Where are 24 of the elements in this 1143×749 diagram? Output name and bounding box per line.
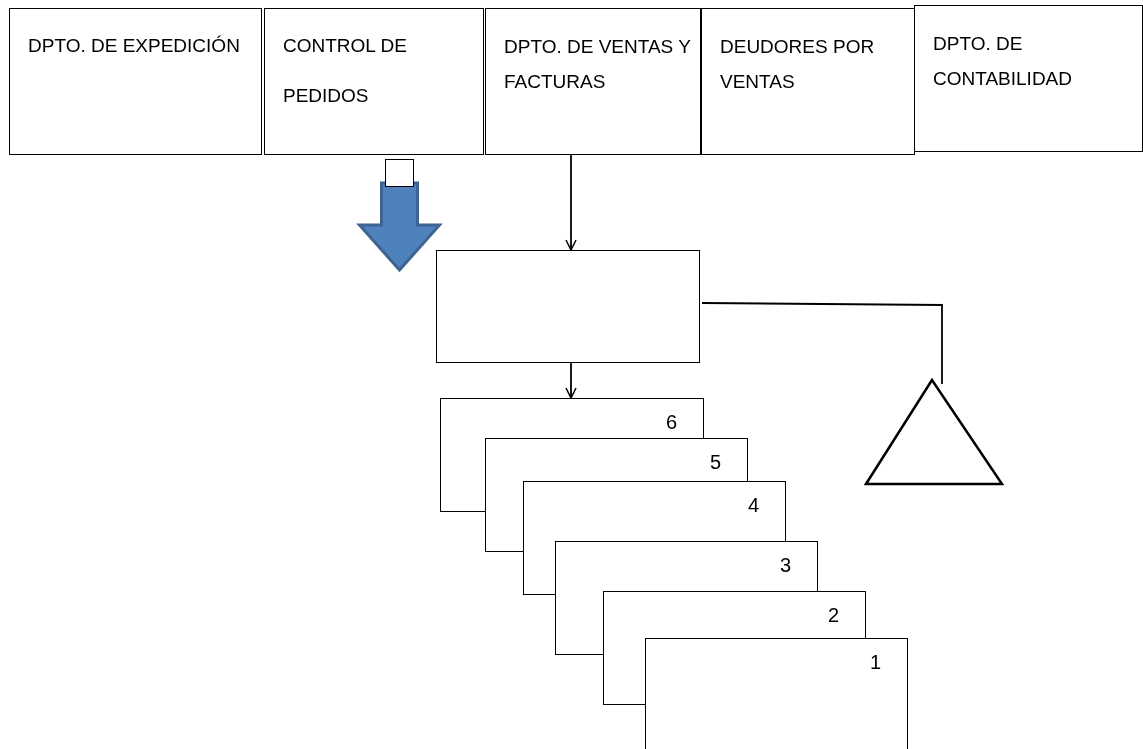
department-name: DPTO. DE CONTABILIDAD (933, 32, 1073, 91)
small-box (385, 159, 414, 187)
department-name: DPTO. DE VENTAS Y FACTURAS (504, 35, 692, 94)
department-box (9, 8, 262, 155)
document-sheet (645, 638, 908, 749)
department-name: DEUDORES POR VENTAS (720, 35, 876, 94)
arrow (565, 362, 577, 399)
department-box (485, 8, 701, 155)
department-name: CONTROL DE PEDIDOS (283, 34, 408, 108)
process-box (436, 250, 700, 363)
sheet-number: 2 (827, 604, 839, 627)
department-box (701, 8, 915, 155)
arrow (565, 154, 577, 251)
sheet-number: 6 (665, 411, 677, 434)
sheet-number: 5 (709, 451, 721, 474)
connector-line (701, 302, 943, 385)
sheet-number: 4 (747, 494, 759, 517)
triangle-shape (864, 378, 1004, 486)
block-arrow (356, 181, 443, 273)
department-box (264, 8, 484, 155)
sheet-number: 3 (779, 554, 791, 577)
department-name: DPTO. DE EXPEDICIÓN (28, 34, 241, 58)
sheet-number: 1 (869, 651, 881, 674)
department-box (914, 5, 1143, 152)
